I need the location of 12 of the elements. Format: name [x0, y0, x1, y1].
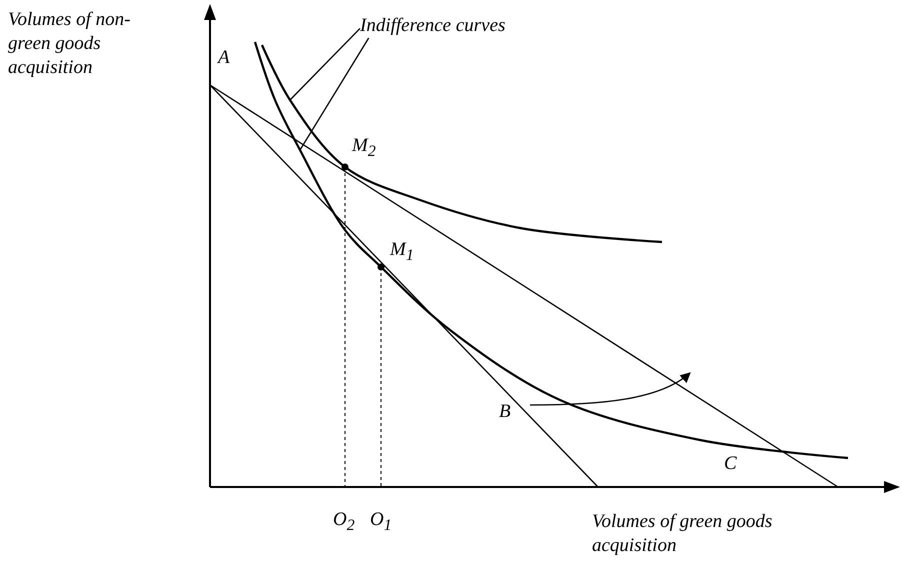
- tick-label: O$_{1}$: [370, 508, 392, 536]
- line-label: B: [499, 400, 511, 424]
- tick-label: O$_{2}$: [333, 508, 355, 536]
- curve-label: Indifference curves: [360, 14, 506, 38]
- line-label: C: [724, 452, 737, 476]
- axis-title: Volumes of green goods acquisition: [592, 510, 774, 558]
- point-label: M$_{2}$: [352, 134, 376, 162]
- leader-line: [299, 38, 370, 150]
- axis-title: Volumes of non-green goods acquisition: [8, 8, 132, 80]
- point-label: M$_{1}$: [390, 238, 414, 266]
- leader-line: [290, 28, 360, 100]
- point-label: A: [218, 46, 230, 70]
